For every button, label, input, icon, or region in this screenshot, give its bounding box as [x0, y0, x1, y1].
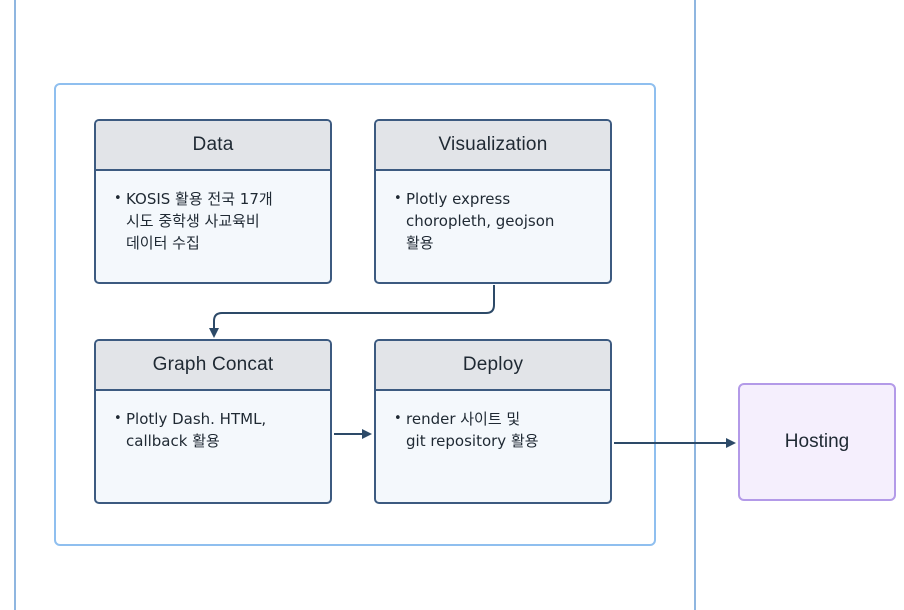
graph-concat-card-line-2: callback 활용 [126, 432, 220, 450]
visualization-card[interactable]: Visualization • Plotly express choroplet… [374, 119, 612, 284]
deploy-card-line-1: render 사이트 및 [406, 410, 521, 428]
deploy-card-body: • render 사이트 및 git repository 활용 [376, 391, 610, 452]
data-card-line-2: 시도 중학생 사교육비 [126, 212, 260, 230]
graph-concat-card[interactable]: Graph Concat • Plotly Dash. HTML, callba… [94, 339, 332, 504]
bullet-icon: • [394, 191, 402, 206]
data-card-line-1: KOSIS 활용 전국 17개 [126, 190, 273, 208]
visualization-card-line-3: 활용 [406, 234, 434, 252]
graph-concat-card-bullet: • Plotly Dash. HTML, callback 활용 [114, 408, 316, 452]
data-card-line-3: 데이터 수집 [126, 234, 200, 252]
bullet-icon: • [114, 191, 122, 206]
deploy-card-line-2: git repository 활용 [406, 432, 539, 450]
hosting-label: Hosting [784, 431, 850, 452]
visualization-card-line-2: choropleth, geojson [406, 212, 555, 230]
visualization-card-title: Visualization [376, 121, 610, 171]
visualization-card-line-1: Plotly express [406, 190, 511, 208]
bullet-icon: • [114, 411, 122, 426]
data-card-title: Data [96, 121, 330, 171]
swimlane-divider-left [14, 0, 16, 610]
deploy-card[interactable]: Deploy • render 사이트 및 git repository 활용 [374, 339, 612, 504]
graph-concat-card-body: • Plotly Dash. HTML, callback 활용 [96, 391, 330, 452]
graph-concat-card-title: Graph Concat [96, 341, 330, 391]
connector-visualization-to-graph-concat [209, 285, 495, 338]
graph-concat-card-line-1: Plotly Dash. HTML, [126, 410, 267, 428]
swimlane-divider-right [694, 0, 696, 610]
visualization-card-body: • Plotly express choropleth, geojson 활용 [376, 171, 610, 254]
deploy-card-bullet: • render 사이트 및 git repository 활용 [394, 408, 596, 452]
bullet-icon: • [394, 411, 402, 426]
data-card-bullet: • KOSIS 활용 전국 17개 시도 중학생 사교육비 데이터 수집 [114, 188, 316, 254]
deploy-card-title: Deploy [376, 341, 610, 391]
data-card-body: • KOSIS 활용 전국 17개 시도 중학생 사교육비 데이터 수집 [96, 171, 330, 254]
data-card[interactable]: Data • KOSIS 활용 전국 17개 시도 중학생 사교육비 데이터 수… [94, 119, 332, 284]
hosting-node[interactable]: Hosting [738, 383, 896, 501]
visualization-card-bullet: • Plotly express choropleth, geojson 활용 [394, 188, 596, 254]
